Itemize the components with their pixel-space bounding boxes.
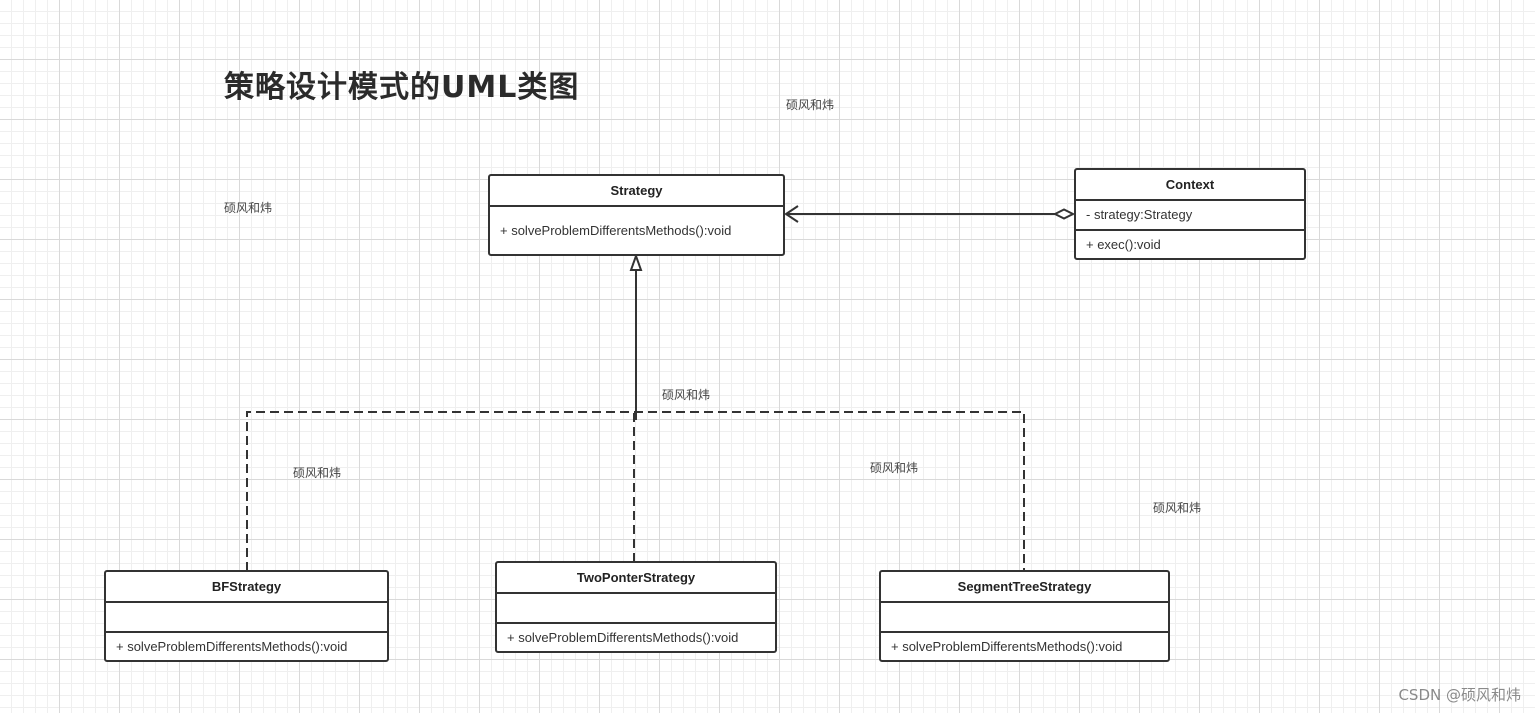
class-attributes-empty: [497, 594, 775, 624]
csdn-watermark: CSDN @硕风和炜: [1398, 686, 1521, 704]
class-name: SegmentTreeStrategy: [881, 572, 1168, 603]
realization-link: [246, 253, 1025, 571]
watermark-text: 硕风和炜: [224, 201, 273, 215]
class-name: TwoPonterStrategy: [497, 563, 775, 594]
class-method: + solveProblemDifferentsMethods():void: [507, 629, 739, 645]
class-name: BFStrategy: [106, 572, 387, 603]
aggregation-link: [784, 205, 1076, 223]
class-context[interactable]: Context - strategy:Strategy + exec():voi…: [1074, 168, 1306, 260]
watermark-text: 硕风和炜: [293, 466, 342, 480]
class-method: + solveProblemDifferentsMethods():void: [500, 223, 732, 238]
watermark-text: 硕风和炜: [786, 98, 835, 112]
class-segmenttreestrategy[interactable]: SegmentTreeStrategy + solveProblemDiffer…: [879, 570, 1170, 662]
class-method: + solveProblemDifferentsMethods():void: [891, 638, 1123, 654]
class-strategy[interactable]: Strategy + solveProblemDifferentsMethods…: [488, 174, 785, 256]
class-method: + exec():void: [1086, 236, 1161, 252]
class-attribute: - strategy:Strategy: [1076, 201, 1304, 231]
diagram-title: 策略设计模式的UML类图: [224, 70, 580, 105]
watermark-text: 硕风和炜: [662, 388, 711, 402]
watermark-text: 硕风和炜: [1153, 501, 1202, 515]
class-name: Context: [1076, 170, 1304, 201]
class-attributes-empty: [106, 603, 387, 633]
class-attributes-empty: [881, 603, 1168, 633]
watermark-text: 硕风和炜: [870, 461, 919, 475]
class-method: + solveProblemDifferentsMethods():void: [116, 638, 348, 654]
class-bfstrategy[interactable]: BFStrategy + solveProblemDifferentsMetho…: [104, 570, 389, 662]
class-name: Strategy: [490, 176, 783, 207]
class-twoponterstrategy[interactable]: TwoPonterStrategy + solveProblemDifferen…: [495, 561, 777, 653]
